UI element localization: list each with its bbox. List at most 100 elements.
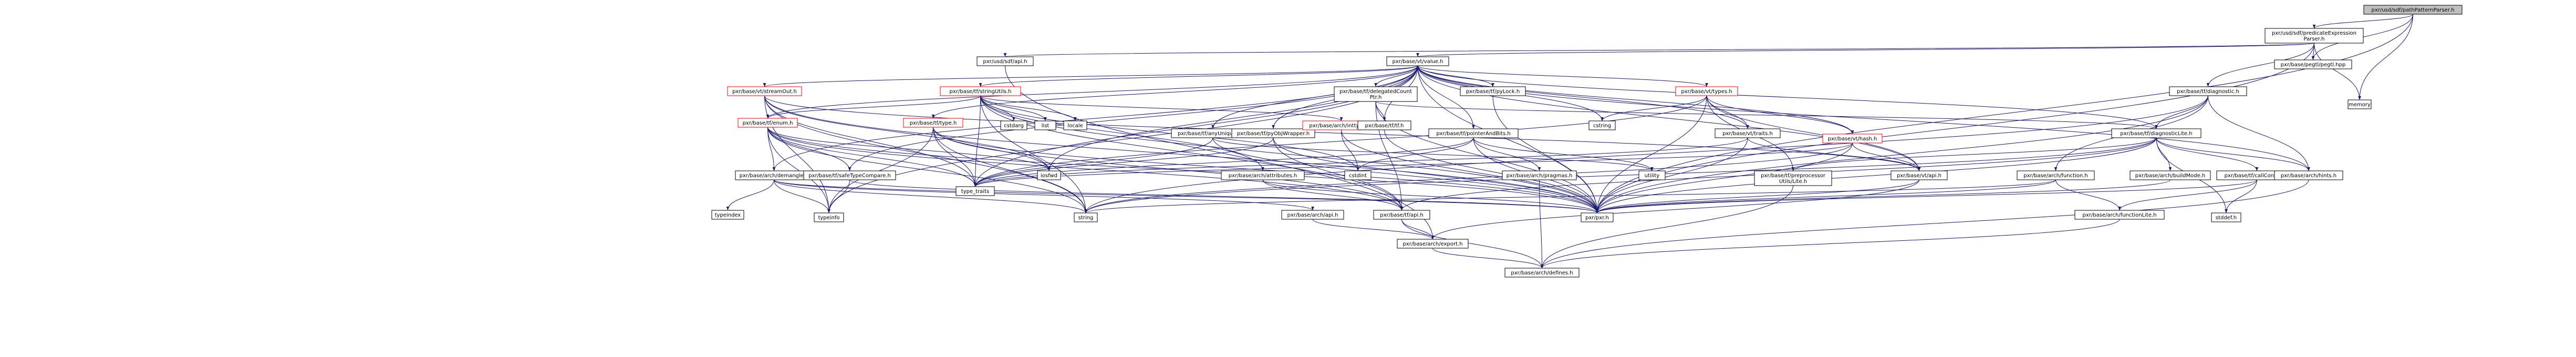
node-label: iosfwd bbox=[1041, 173, 1057, 179]
node-box bbox=[803, 170, 896, 180]
graph-node[interactable]: pxr/usd/sdf/pathPatternParser.h bbox=[2363, 5, 2463, 15]
node-box bbox=[1754, 170, 1832, 186]
node-box bbox=[1373, 210, 1430, 220]
node-label: pxr/base/arch/hints.h bbox=[2281, 173, 2336, 179]
graph-node[interactable]: pxr/base/tf/pyLock.h bbox=[1460, 86, 1526, 96]
graph-node[interactable]: pxr/base/tf/tf.h bbox=[1357, 120, 1411, 130]
graph-node[interactable]: pxr/base/arch/demangle.h bbox=[735, 170, 813, 180]
dependency-edge bbox=[767, 127, 830, 213]
graph-node[interactable]: pxr/base/vt/hash.h bbox=[1822, 134, 1883, 144]
graph-node[interactable]: type_traits bbox=[955, 186, 995, 196]
graph-node[interactable]: cstdint bbox=[1344, 170, 1372, 180]
dependency-edge bbox=[1417, 43, 2314, 57]
dependency-edge bbox=[1595, 142, 1853, 213]
dependency-edge bbox=[931, 65, 1418, 119]
graph-node[interactable]: pxr/base/vt/streamOut.h bbox=[727, 86, 802, 96]
node-box bbox=[1357, 120, 1411, 130]
dependency-edge bbox=[1595, 179, 1919, 213]
dependency-edge bbox=[1595, 179, 2056, 213]
dependency-edge bbox=[1706, 95, 1749, 129]
graph-node[interactable]: pxr/base/arch/attributes.h bbox=[1221, 170, 1305, 180]
node-label: pxr/base/tf/pyLock.h bbox=[1466, 89, 1520, 95]
node-box bbox=[2169, 86, 2247, 96]
graph-node[interactable]: pxr/base/arch/export.h bbox=[1397, 239, 1469, 249]
dependency-edge bbox=[1417, 65, 1854, 135]
node-label: pxr/pxr.h bbox=[1585, 215, 1609, 221]
graph-node[interactable]: pxr/base/tf/diagnostic.h bbox=[2169, 86, 2247, 96]
dependency-edge bbox=[1417, 65, 1749, 129]
dependency-edge bbox=[1473, 137, 1541, 171]
dependency-edge bbox=[973, 137, 1274, 187]
graph-node[interactable]: pxr/base/arch/defines.h bbox=[1504, 268, 1580, 278]
graph-node[interactable]: pxr/usd/sdf/api.h bbox=[977, 56, 1034, 66]
dependency-edge bbox=[764, 95, 830, 213]
dependency-edge bbox=[1473, 137, 1654, 171]
graph-node[interactable]: pxr/base/tf/stringUtils.h bbox=[940, 86, 1021, 96]
dependency-edge bbox=[1595, 179, 2170, 213]
dependency-edge bbox=[767, 127, 1051, 171]
dependency-edge bbox=[2055, 179, 2121, 211]
node-box bbox=[1386, 56, 1449, 66]
dependency-edge bbox=[979, 65, 1418, 87]
dependency-edge bbox=[848, 65, 1418, 171]
graph-node[interactable]: pxr/base/vt/traits.h bbox=[1715, 128, 1781, 138]
node-label: pxr/base/arch/inttypes.h bbox=[1309, 123, 1373, 129]
graph-node[interactable]: pxr/base/tf/type.h bbox=[903, 118, 963, 128]
graph-node[interactable]: pxr/base/tf/enum.h bbox=[738, 118, 798, 128]
dependency-edge bbox=[2155, 95, 2208, 129]
dependency-edge bbox=[1212, 137, 1599, 213]
graph-node[interactable]: pxr/base/tf/pointerAndBits.h bbox=[1428, 128, 1519, 138]
graph-node[interactable]: pxr/base/tf/safeTypeCompare.h bbox=[803, 170, 896, 180]
dependency-edge bbox=[1084, 179, 2056, 213]
node-label: pxr/base/tf/safeTypeCompare.h bbox=[808, 173, 891, 179]
node-label: pxr/base/tf/preprocessor bbox=[1761, 173, 1826, 179]
node-label: pxr/base/arch/export.h bbox=[1403, 241, 1462, 247]
node-box bbox=[1397, 239, 1469, 249]
dependency-edge bbox=[1005, 65, 1435, 240]
graph-node[interactable]: pxr/base/vt/value.h bbox=[1386, 56, 1449, 66]
graph-node[interactable]: pxr/base/arch/functionLite.h bbox=[2074, 210, 2165, 220]
graph-node[interactable]: pxr/base/arch/pragmas.h bbox=[1502, 170, 1577, 180]
graph-node[interactable]: pxr/base/arch/hints.h bbox=[2274, 170, 2343, 180]
graph-node[interactable]: pxr/base/tf/api.h bbox=[1373, 210, 1430, 220]
graph-node[interactable]: stddef.h bbox=[2211, 212, 2241, 222]
node-box bbox=[1428, 128, 1519, 138]
dependency-edge bbox=[767, 127, 1087, 213]
dependency-edge bbox=[1401, 219, 1544, 269]
dependency-edge bbox=[1262, 179, 1599, 213]
node-label: pxr/base/vt/api.h bbox=[1897, 173, 1941, 179]
dependency-edge bbox=[774, 179, 1087, 213]
graph-node[interactable]: pxr/base/arch/api.h bbox=[1281, 210, 1344, 220]
node-label: pxr/base/arch/api.h bbox=[1287, 212, 1338, 218]
graph-node[interactable]: typeindex bbox=[711, 210, 744, 220]
graph-node[interactable]: string bbox=[1074, 212, 1098, 222]
node-box bbox=[2111, 128, 2201, 138]
graph-node[interactable]: pxr/pxr.h bbox=[1581, 212, 1614, 222]
dependency-edge bbox=[774, 179, 1598, 213]
node-label: pxr/base/tf/pointerAndBits.h bbox=[1436, 131, 1510, 137]
graph-node[interactable]: cstring bbox=[1588, 120, 1616, 130]
graph-node[interactable]: list bbox=[1034, 120, 1056, 130]
graph-node[interactable]: pxr/base/arch/function.h bbox=[2017, 170, 2095, 180]
graph-node[interactable]: pxr/base/tf/diagnosticLite.h bbox=[2111, 128, 2201, 138]
graph-node[interactable]: cstdarg bbox=[1000, 120, 1027, 130]
node-label: typeinfo bbox=[818, 215, 839, 221]
graph-node[interactable]: pxr/base/pegtl/pegtl.hpp bbox=[2274, 59, 2352, 69]
graph-node[interactable]: pxr/base/vt/api.h bbox=[1891, 170, 1948, 180]
graph-node[interactable]: typeinfo bbox=[814, 212, 844, 222]
node-box bbox=[2274, 59, 2352, 69]
node-label: pxr/base/vt/hash.h bbox=[1828, 136, 1877, 142]
graph-node[interactable]: memory bbox=[2348, 99, 2372, 109]
graph-node[interactable]: pxr/base/tf/pyObjWrapper.h bbox=[1231, 128, 1315, 138]
graph-node[interactable]: locale bbox=[1063, 120, 1087, 130]
graph-node[interactable]: iosfwd bbox=[1037, 170, 1061, 180]
graph-node[interactable]: utility bbox=[1638, 170, 1666, 180]
graph-node[interactable]: pxr/base/arch/buildMode.h bbox=[2130, 170, 2211, 180]
graph-node[interactable]: pxr/base/vt/types.h bbox=[1675, 86, 1738, 96]
node-label: pxr/base/arch/pragmas.h bbox=[1507, 173, 1573, 179]
node-box bbox=[1063, 120, 1087, 130]
dependency-edge bbox=[766, 95, 981, 119]
